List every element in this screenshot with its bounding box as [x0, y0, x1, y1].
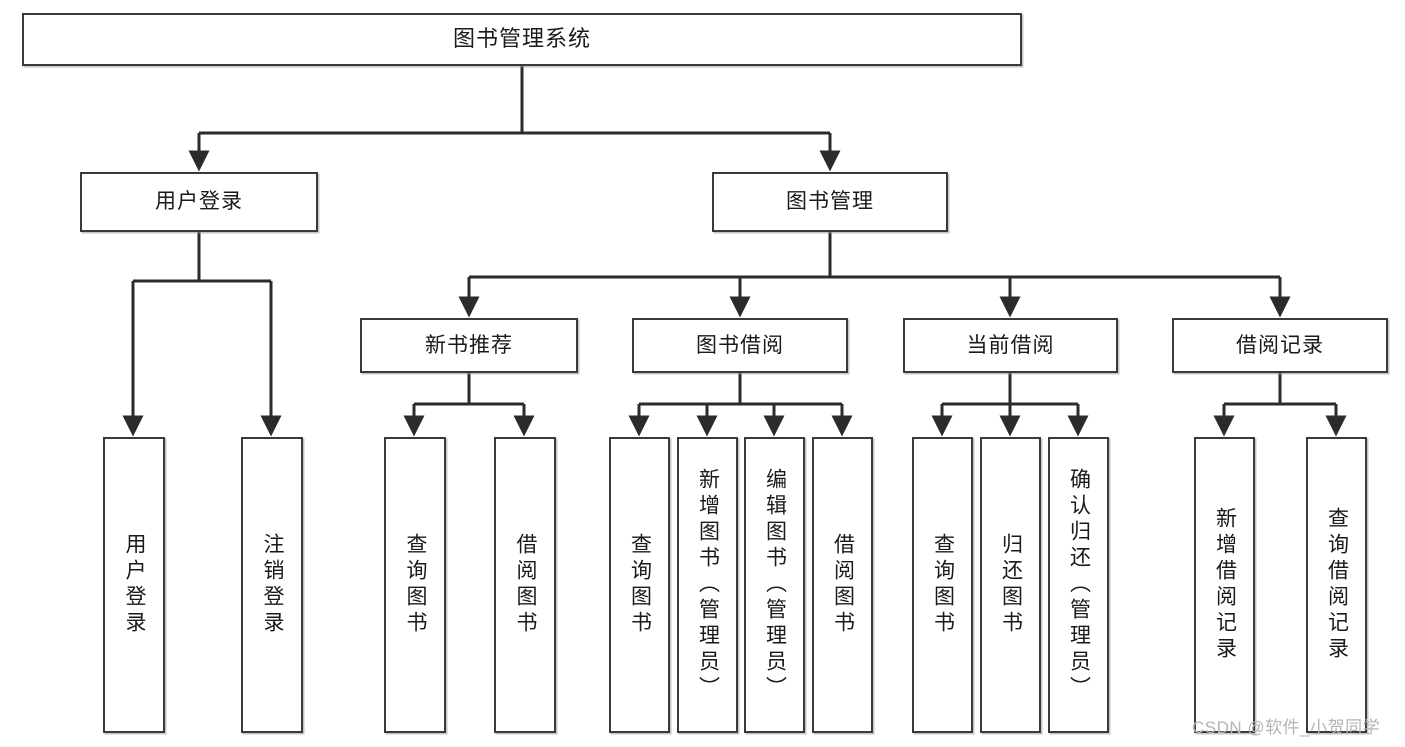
node-user-login[interactable]: 用户登录 [80, 172, 318, 232]
node-book-borrow-label: 图书借阅 [696, 333, 784, 357]
node-user-login-label: 用户登录 [155, 190, 243, 214]
node-leaf-logout-label: 注销登录 [261, 533, 285, 637]
node-leaf-confirm-return-admin-label: 确认归还（管理员） [1067, 468, 1091, 702]
node-book-manage-label: 图书管理 [786, 190, 874, 214]
node-leaf-add-book-admin[interactable]: 新增图书（管理员） [677, 437, 738, 733]
node-leaf-add-book-admin-label: 新增图书（管理员） [696, 468, 720, 702]
node-leaf-user-login-label: 用户登录 [123, 533, 147, 637]
node-book-borrow[interactable]: 图书借阅 [632, 318, 848, 373]
node-new-book-rec-label: 新书推荐 [425, 333, 513, 357]
node-borrow-record[interactable]: 借阅记录 [1172, 318, 1388, 373]
node-root[interactable]: 图书管理系统 [22, 13, 1022, 66]
node-leaf-query-borrow-record[interactable]: 查询借阅记录 [1306, 437, 1367, 733]
node-leaf-edit-book-admin-label: 编辑图书（管理员） [763, 468, 787, 702]
node-current-borrow-label: 当前借阅 [966, 333, 1055, 357]
watermark: CSDN @软件_小贺同学 [1192, 718, 1381, 737]
node-leaf-query-book-3-label: 查询图书 [931, 533, 955, 637]
node-leaf-borrow-book-1[interactable]: 借阅图书 [494, 437, 556, 733]
node-leaf-add-borrow-record-label: 新增借阅记录 [1213, 507, 1237, 663]
node-leaf-query-borrow-record-label: 查询借阅记录 [1325, 507, 1349, 663]
node-leaf-user-login[interactable]: 用户登录 [103, 437, 165, 733]
node-leaf-query-book-3[interactable]: 查询图书 [912, 437, 973, 733]
node-book-manage[interactable]: 图书管理 [712, 172, 948, 232]
node-leaf-borrow-book-2[interactable]: 借阅图书 [812, 437, 873, 733]
node-leaf-logout[interactable]: 注销登录 [241, 437, 303, 733]
node-leaf-edit-book-admin[interactable]: 编辑图书（管理员） [744, 437, 805, 733]
node-leaf-query-book-2-label: 查询图书 [628, 533, 652, 637]
node-leaf-borrow-book-2-label: 借阅图书 [831, 533, 855, 637]
node-borrow-record-label: 借阅记录 [1236, 333, 1324, 357]
node-leaf-return-book-label: 归还图书 [999, 533, 1023, 637]
node-leaf-query-book-1-label: 查询图书 [404, 533, 428, 637]
node-leaf-borrow-book-1-label: 借阅图书 [514, 533, 538, 637]
node-leaf-add-borrow-record[interactable]: 新增借阅记录 [1194, 437, 1255, 733]
node-current-borrow[interactable]: 当前借阅 [903, 318, 1118, 373]
node-new-book-rec[interactable]: 新书推荐 [360, 318, 578, 373]
node-root-label: 图书管理系统 [452, 26, 591, 52]
node-leaf-query-book-2[interactable]: 查询图书 [609, 437, 670, 733]
node-leaf-query-book-1[interactable]: 查询图书 [384, 437, 446, 733]
node-leaf-confirm-return-admin[interactable]: 确认归还（管理员） [1048, 437, 1109, 733]
node-leaf-return-book[interactable]: 归还图书 [980, 437, 1041, 733]
